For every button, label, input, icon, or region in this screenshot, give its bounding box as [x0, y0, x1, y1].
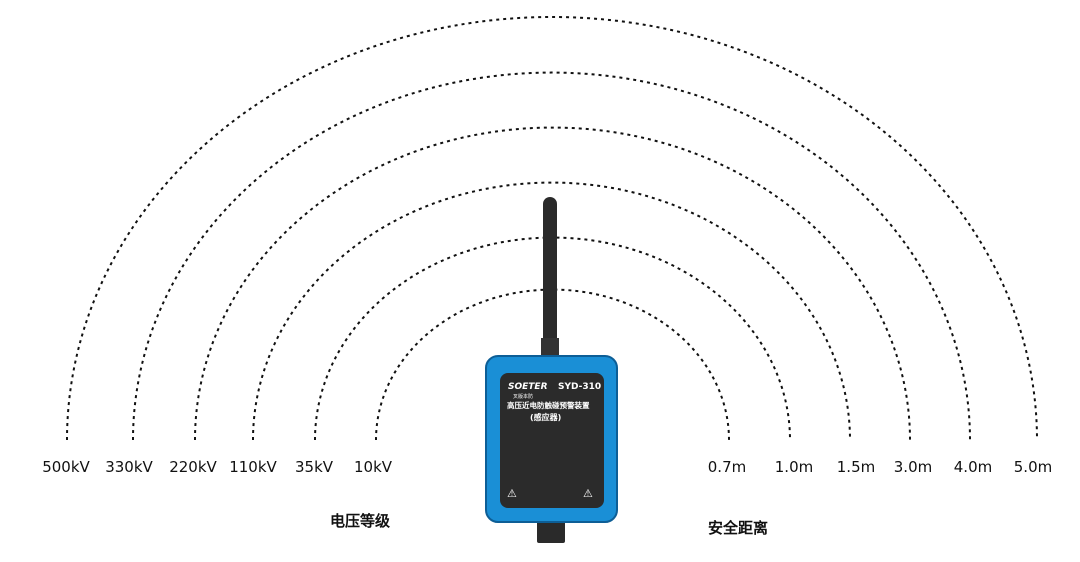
distance-label: 1.5m: [836, 458, 876, 476]
distance-label: 1.0m: [774, 458, 814, 476]
warning-icon: ⚠: [507, 487, 517, 500]
voltage-label: 35kV: [294, 458, 334, 476]
device-model: SYD-310: [558, 382, 602, 392]
voltage-label: 330kV: [105, 458, 153, 476]
voltage-label: 110kV: [229, 458, 277, 476]
warning-icon: ⚠: [583, 487, 593, 500]
distance-label: 0.7m: [707, 458, 747, 476]
device-logo-sub: 叉版本防: [513, 394, 534, 400]
device-subtitle: (感应器): [530, 413, 562, 422]
arc-330kv: [132, 71, 971, 441]
voltage-title: 电压等级: [329, 512, 391, 530]
connector: [537, 520, 565, 543]
voltage-label: 10kV: [353, 458, 393, 476]
distance-title: 安全距离: [707, 519, 769, 537]
arc-110kv: [252, 181, 851, 441]
device-logo: SOETER: [508, 382, 548, 392]
device-panel: [500, 373, 604, 508]
device-graphic: [485, 197, 618, 543]
distance-label: 5.0m: [1013, 458, 1053, 476]
distance-label: 4.0m: [953, 458, 993, 476]
device-name: 高压近电防触碰预警装置: [507, 401, 590, 410]
arc-220kv: [194, 126, 911, 441]
antenna-base: [541, 338, 559, 356]
distance-label: 3.0m: [893, 458, 933, 476]
voltage-label: 220kV: [169, 458, 217, 476]
voltage-label: 500kV: [42, 458, 90, 476]
antenna: [543, 197, 557, 355]
